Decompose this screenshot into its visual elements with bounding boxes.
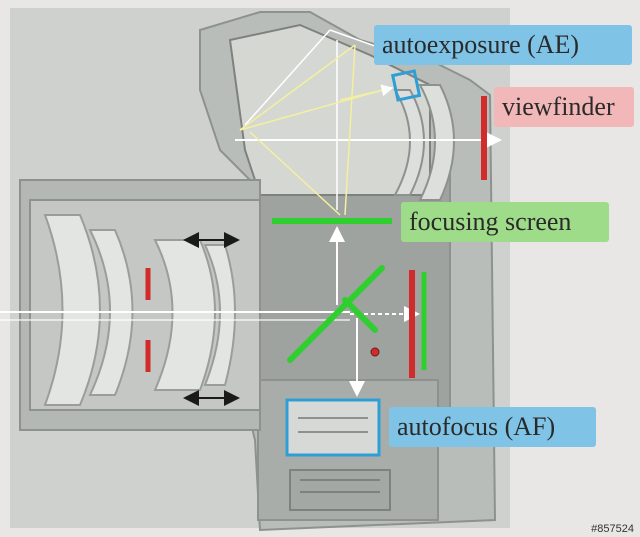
af-module-detail xyxy=(298,417,368,433)
autofocus-label: autofocus (AF) xyxy=(389,407,596,447)
base-mechanism xyxy=(289,469,391,511)
focusing-screen-label: focusing screen xyxy=(401,202,609,242)
eyepiece xyxy=(393,84,455,201)
reflex-mirror-icon xyxy=(287,265,385,363)
sensor-box-icon xyxy=(285,398,381,457)
viewfinder-label: viewfinder xyxy=(494,87,634,127)
watermark-id: #857524 xyxy=(591,523,634,535)
autoexposure-label: autoexposure (AE) xyxy=(374,25,632,65)
ae-sensor-box xyxy=(390,69,422,102)
mirror-pivot xyxy=(370,347,380,357)
ae-arrow xyxy=(339,84,394,101)
